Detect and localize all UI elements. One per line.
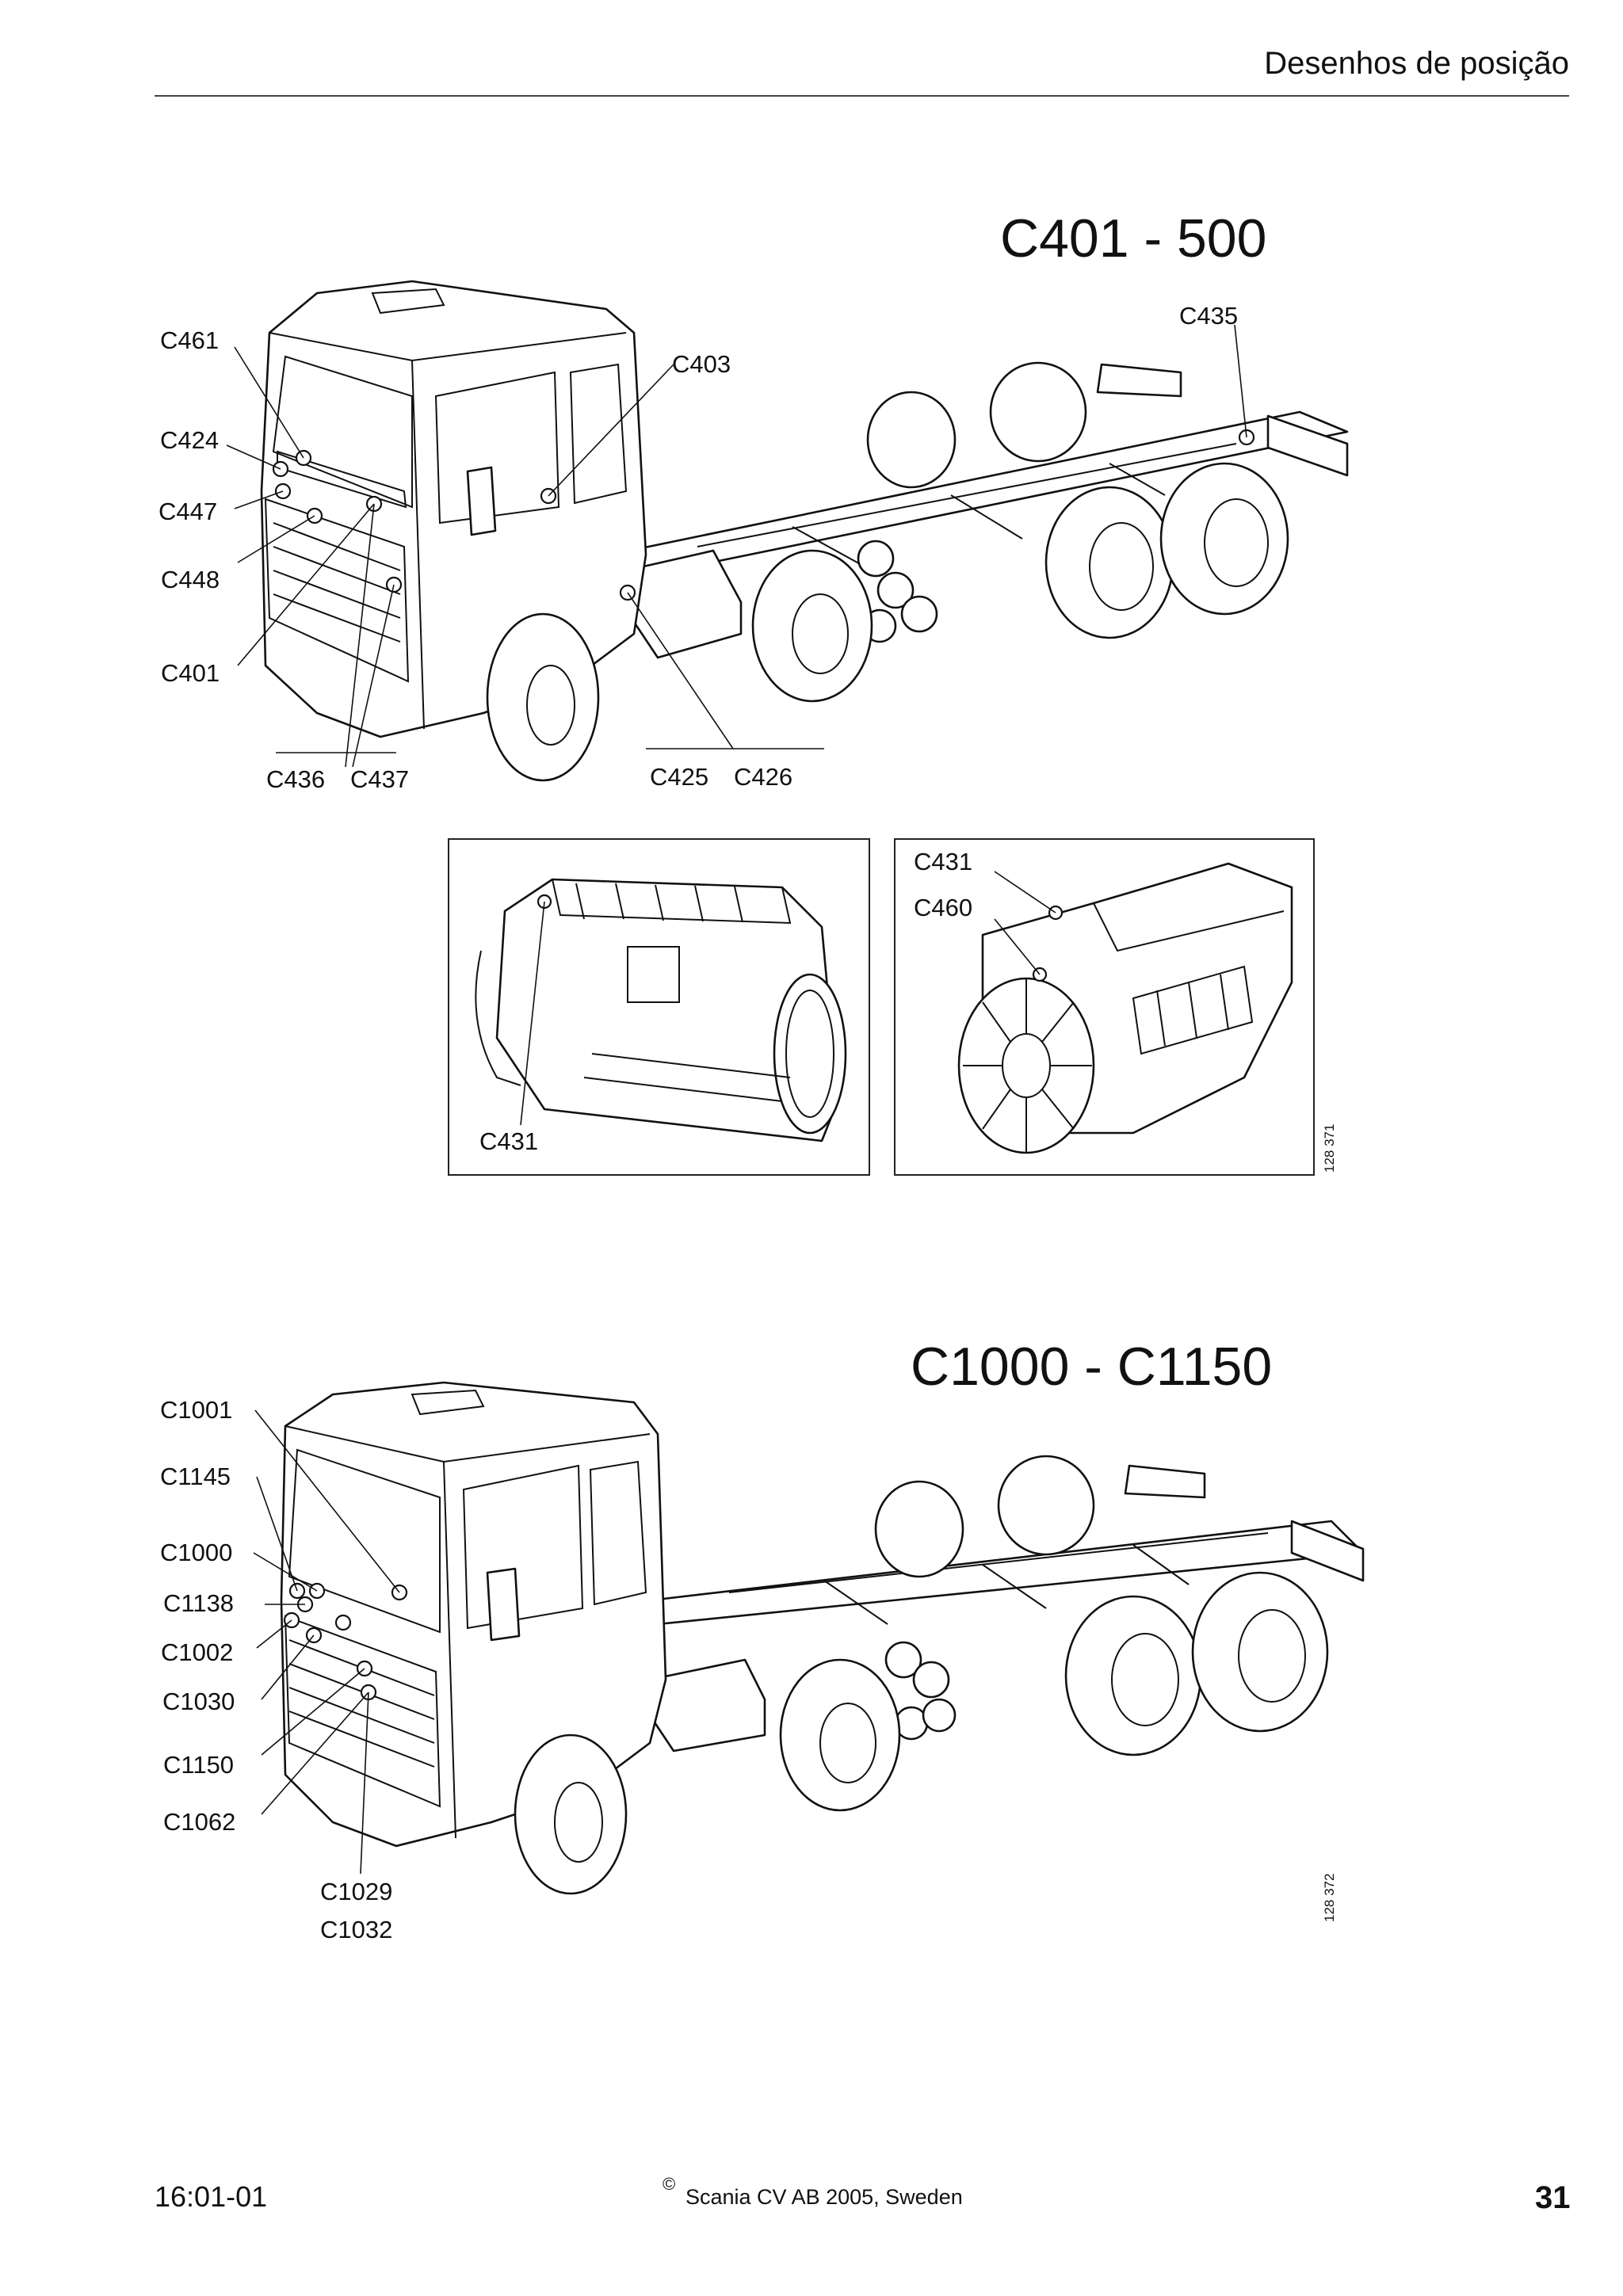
label-c437: C437: [350, 765, 410, 793]
header-rule: [155, 95, 1569, 97]
figure-number-2: 128 372: [1322, 1873, 1337, 1922]
label-c447: C447: [158, 498, 218, 525]
label-c436: C436: [266, 765, 326, 793]
label-c1145: C1145: [160, 1463, 231, 1490]
engine-illustration-right: [957, 862, 1293, 1154]
engine-panel-right: [894, 838, 1315, 1176]
engine-left-label-c431: C431: [479, 1127, 539, 1155]
label-c426: C426: [734, 763, 793, 791]
label-c1000: C1000: [160, 1539, 233, 1566]
page-header-title: Desenhos de posição: [1264, 46, 1569, 81]
footer-copyright: Scania CV AB 2005, Sweden: [685, 2185, 963, 2209]
section1-title: C401 - 500: [1000, 208, 1267, 269]
label-c401: C401: [161, 659, 220, 687]
copyright-symbol: ©: [663, 2174, 676, 2194]
label-c424: C424: [160, 426, 220, 454]
label-c1001: C1001: [160, 1396, 233, 1424]
engine-right-label-c431: C431: [914, 848, 973, 875]
engine-panel-left: [448, 838, 870, 1176]
label-c1138: C1138: [163, 1589, 235, 1617]
label-c448: C448: [161, 566, 220, 593]
engine-right-label-c460: C460: [914, 894, 973, 921]
label-c1062: C1062: [163, 1808, 236, 1836]
label-c425: C425: [650, 763, 709, 791]
footer-doc-code: 16:01-01: [155, 2180, 268, 2213]
section2-title: C1000 - C1150: [911, 1337, 1273, 1397]
label-c403: C403: [672, 350, 731, 378]
label-c1150: C1150: [163, 1751, 235, 1779]
label-c1030: C1030: [162, 1688, 235, 1715]
label-c435: C435: [1179, 302, 1239, 330]
page-number: 31: [1535, 2180, 1571, 2215]
label-c1029: C1029: [320, 1878, 393, 1905]
label-c1032: C1032: [320, 1916, 393, 1943]
label-c461: C461: [160, 326, 220, 354]
label-c1002: C1002: [161, 1638, 234, 1666]
engine-illustration-left: [475, 878, 847, 1142]
